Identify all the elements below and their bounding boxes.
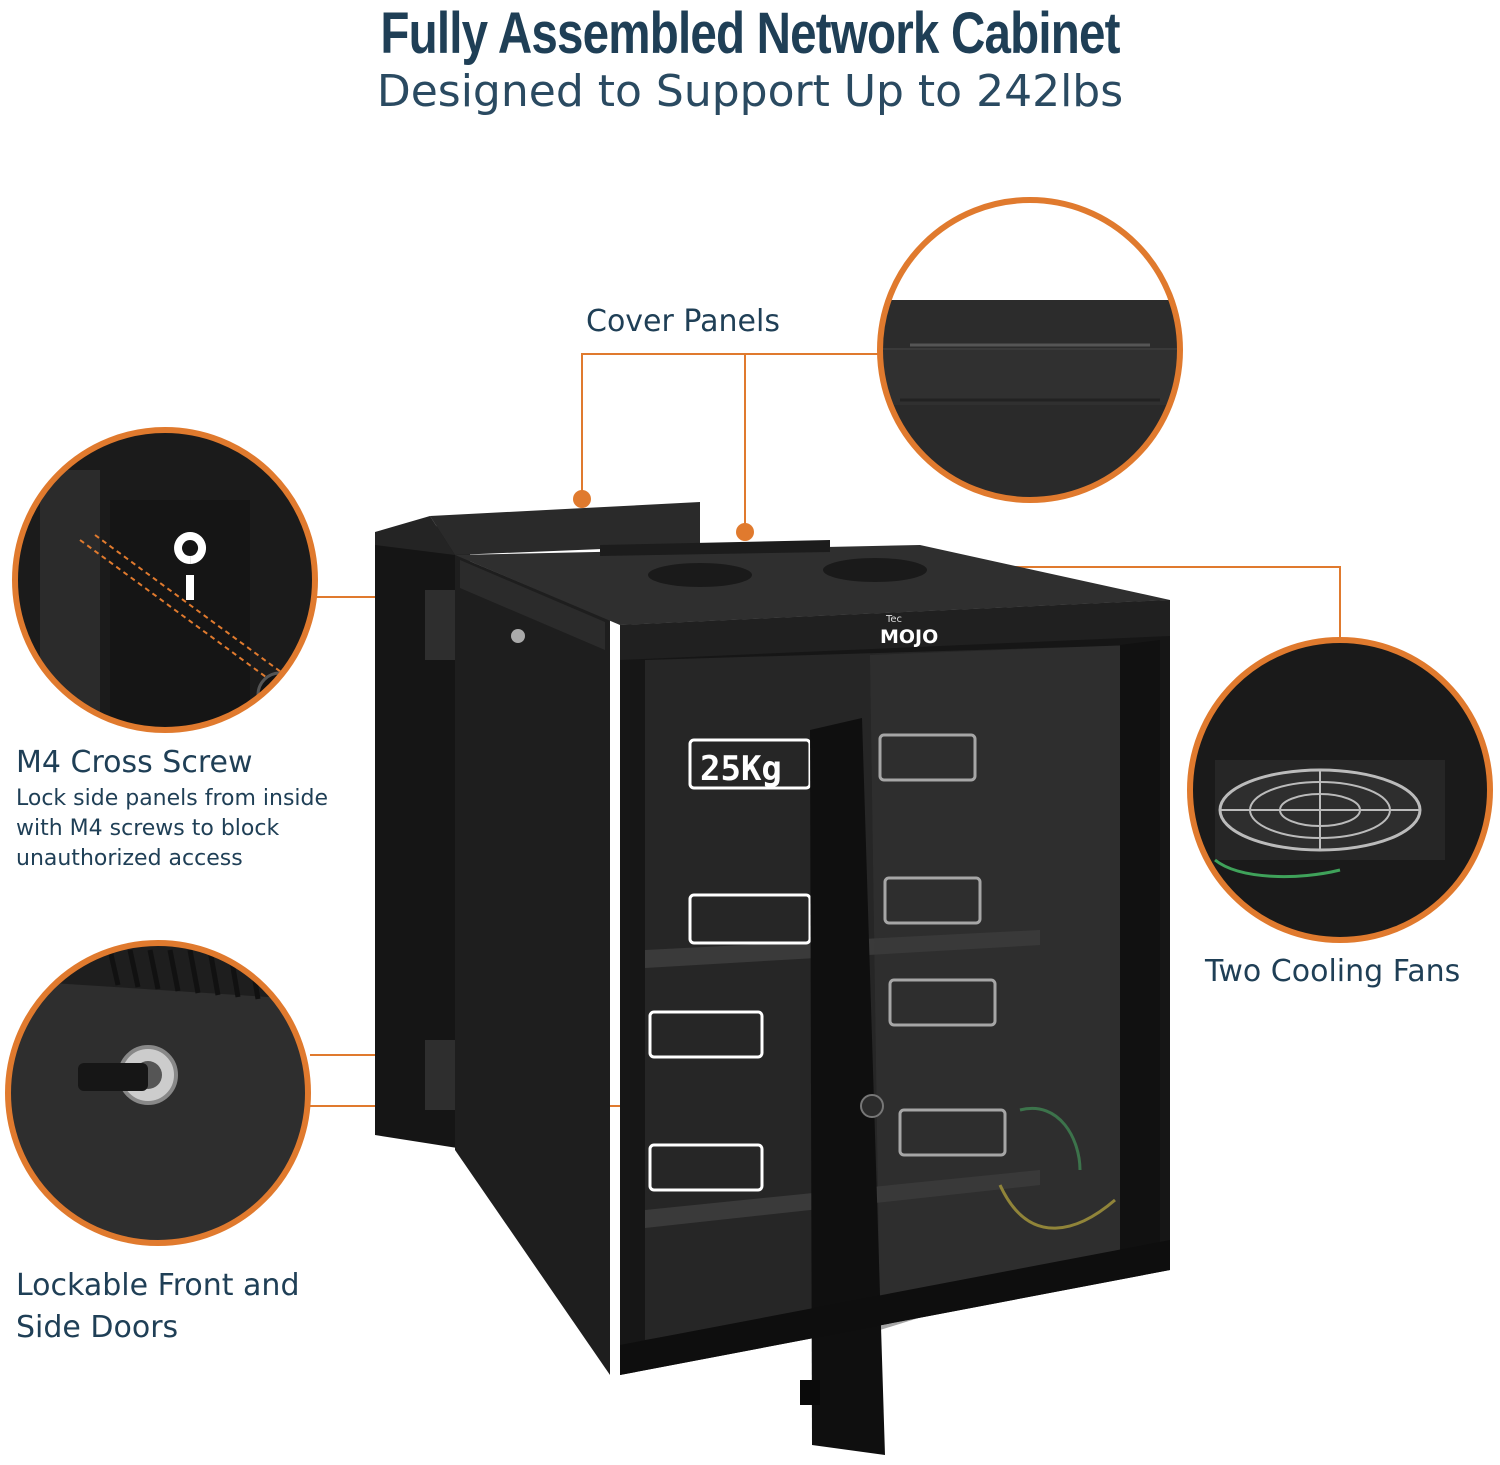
cabinet: Tec MOJO 25Kg — [375, 502, 1170, 1455]
page-title: Fully Assembled Network Cabinet — [380, 1, 1120, 66]
m4-screw-desc-line-2: with M4 screws to block — [16, 816, 280, 841]
brand-small: Tec — [885, 614, 902, 625]
cooling-fans-label: Two Cooling Fans — [1205, 954, 1461, 989]
weight-label: 25Kg — [700, 749, 782, 789]
detail-lock — [5, 940, 311, 1246]
detail-cover-panels — [877, 197, 1183, 503]
lockable-doors-label-line-2: Side Doors — [16, 1310, 179, 1345]
m4-screw-title: M4 Cross Screw — [16, 745, 253, 780]
m4-screw-desc-line-3: unauthorized access — [16, 846, 243, 871]
brand-logo: MOJO — [880, 626, 938, 648]
page-subtitle: Designed to Support Up to 242lbs — [376, 66, 1124, 117]
detail-m4-screw — [12, 427, 318, 733]
cover-panels-label: Cover Panels — [586, 304, 780, 339]
lockable-doors-label-line-1: Lockable Front and — [16, 1268, 300, 1303]
detail-cooling-fans — [1187, 637, 1493, 943]
m4-screw-desc-line-1: Lock side panels from inside — [16, 786, 329, 811]
